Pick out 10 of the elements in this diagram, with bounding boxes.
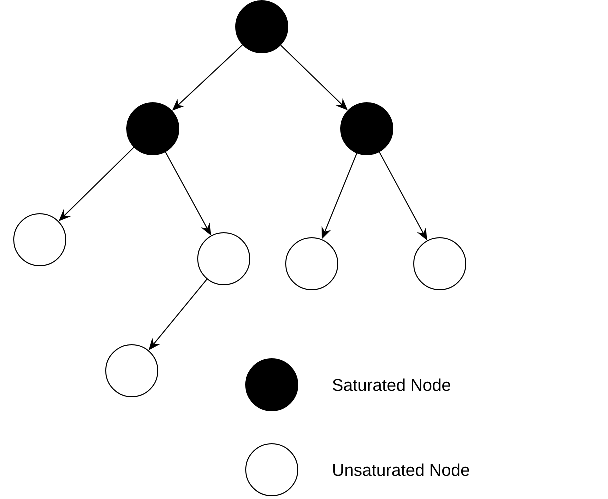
unsaturated-node-circle bbox=[198, 232, 250, 286]
unsaturated-node-circle bbox=[106, 344, 158, 398]
legend-label: Saturated Node bbox=[332, 378, 450, 392]
legend-label: Unsaturated Node bbox=[334, 464, 470, 476]
unsaturated-node-circle bbox=[414, 238, 466, 290]
unsaturated-node-circle bbox=[286, 238, 338, 290]
unsaturated-node-circle bbox=[14, 214, 66, 266]
saturated-node-circle bbox=[126, 102, 180, 156]
saturated-node-circle bbox=[236, 0, 288, 54]
saturated-node-circle bbox=[340, 102, 394, 156]
